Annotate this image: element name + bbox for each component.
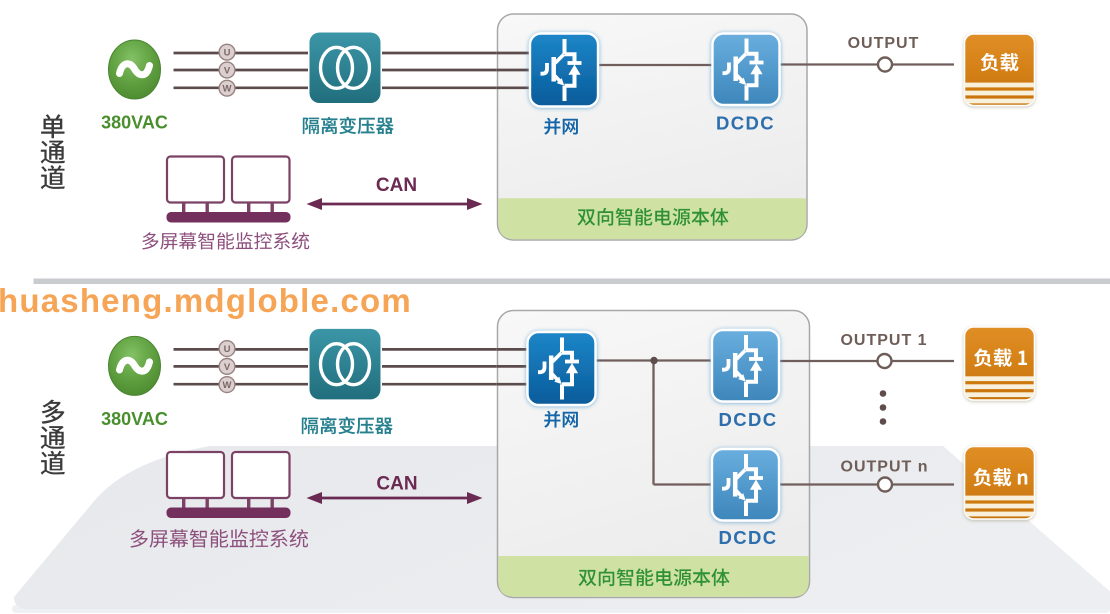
- svg-text:DCDC: DCDC: [718, 527, 777, 548]
- svg-text:DCDC: DCDC: [716, 113, 775, 134]
- svg-text:W: W: [223, 84, 232, 95]
- svg-text:V: V: [224, 65, 231, 76]
- svg-text:CAN: CAN: [376, 175, 417, 196]
- svg-text:DCDC: DCDC: [718, 409, 777, 430]
- svg-text:OUTPUT n: OUTPUT n: [841, 459, 929, 476]
- svg-text:380VAC: 380VAC: [101, 113, 168, 133]
- svg-text:W: W: [223, 380, 232, 391]
- svg-text:OUTPUT: OUTPUT: [848, 35, 920, 52]
- svg-text:380VAC: 380VAC: [101, 409, 168, 429]
- svg-text:huasheng.mdgloble.com: huasheng.mdgloble.com: [0, 282, 412, 319]
- svg-text:U: U: [224, 344, 231, 355]
- svg-text:U: U: [224, 48, 231, 59]
- svg-text:OUTPUT 1: OUTPUT 1: [840, 332, 927, 349]
- svg-text:CAN: CAN: [376, 474, 417, 495]
- svg-text:V: V: [224, 362, 231, 373]
